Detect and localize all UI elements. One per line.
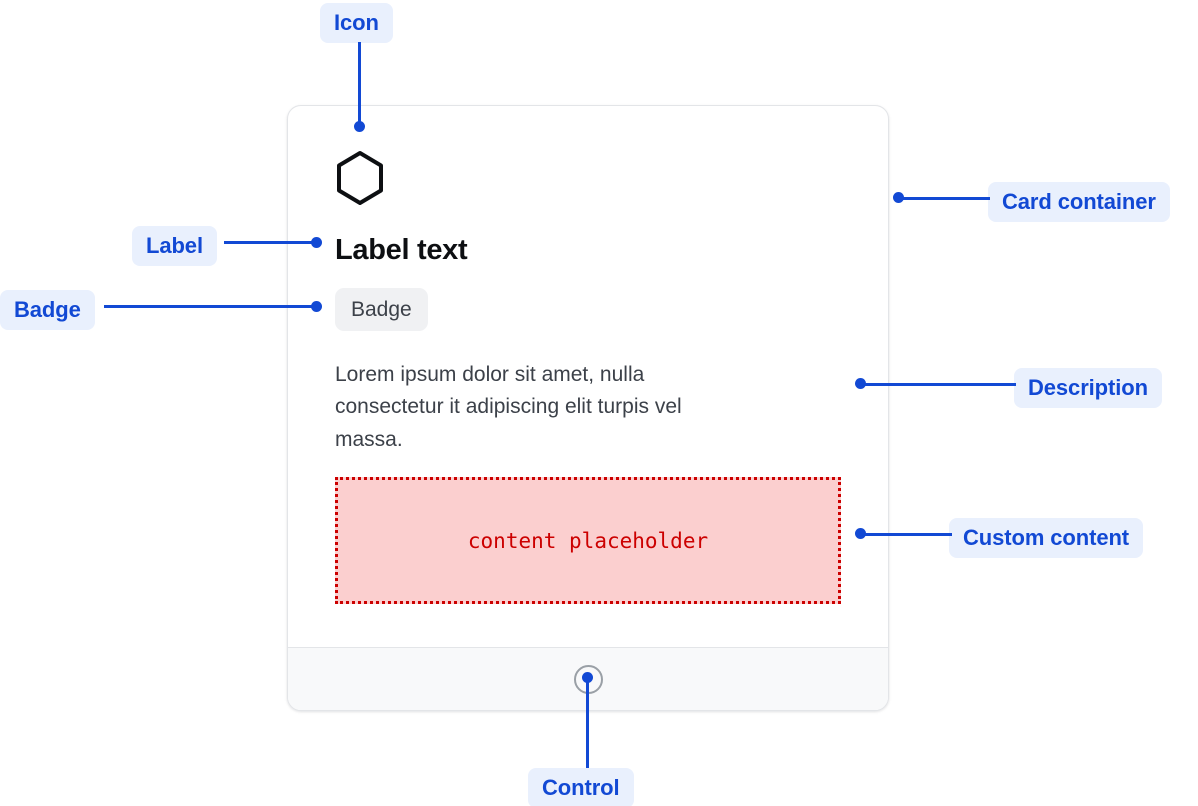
leader-dot-label xyxy=(311,237,322,248)
leader-line-control xyxy=(586,682,589,768)
card-body: Label text Badge Lorem ipsum dolor sit a… xyxy=(288,106,888,647)
leader-dot-custom-content xyxy=(855,528,866,539)
leader-line-icon xyxy=(358,42,361,127)
leader-dot-description xyxy=(855,378,866,389)
annotation-label-control: Control xyxy=(528,768,634,806)
page-title: Label text xyxy=(335,234,468,266)
leader-line-card-container xyxy=(900,197,990,200)
leader-line-badge xyxy=(104,305,316,308)
custom-content-slot: content placeholder xyxy=(335,477,841,605)
card-container[interactable]: Label text Badge Lorem ipsum dolor sit a… xyxy=(287,105,889,711)
leader-line-description xyxy=(862,383,1016,386)
leader-dot-badge xyxy=(311,301,322,312)
annotation-label-card-container: Card container xyxy=(988,182,1170,222)
card-description: Lorem ipsum dolor sit amet, nulla consec… xyxy=(335,362,682,451)
hexagon-icon xyxy=(335,150,841,206)
leader-dot-control xyxy=(582,672,593,683)
leader-dot-card-container xyxy=(893,192,904,203)
leader-line-label xyxy=(224,241,316,244)
annotation-label-badge: Badge xyxy=(0,290,95,330)
annotation-label-custom-content: Custom content xyxy=(949,518,1144,558)
status-badge: Badge xyxy=(335,287,428,331)
annotation-label-icon: Icon xyxy=(320,3,393,43)
leader-line-custom-content xyxy=(862,533,952,536)
annotation-label-label: Label xyxy=(132,226,217,266)
annotation-label-description: Description xyxy=(1014,368,1162,408)
leader-dot-icon xyxy=(354,121,365,132)
placeholder-label: content placeholder xyxy=(467,528,709,553)
